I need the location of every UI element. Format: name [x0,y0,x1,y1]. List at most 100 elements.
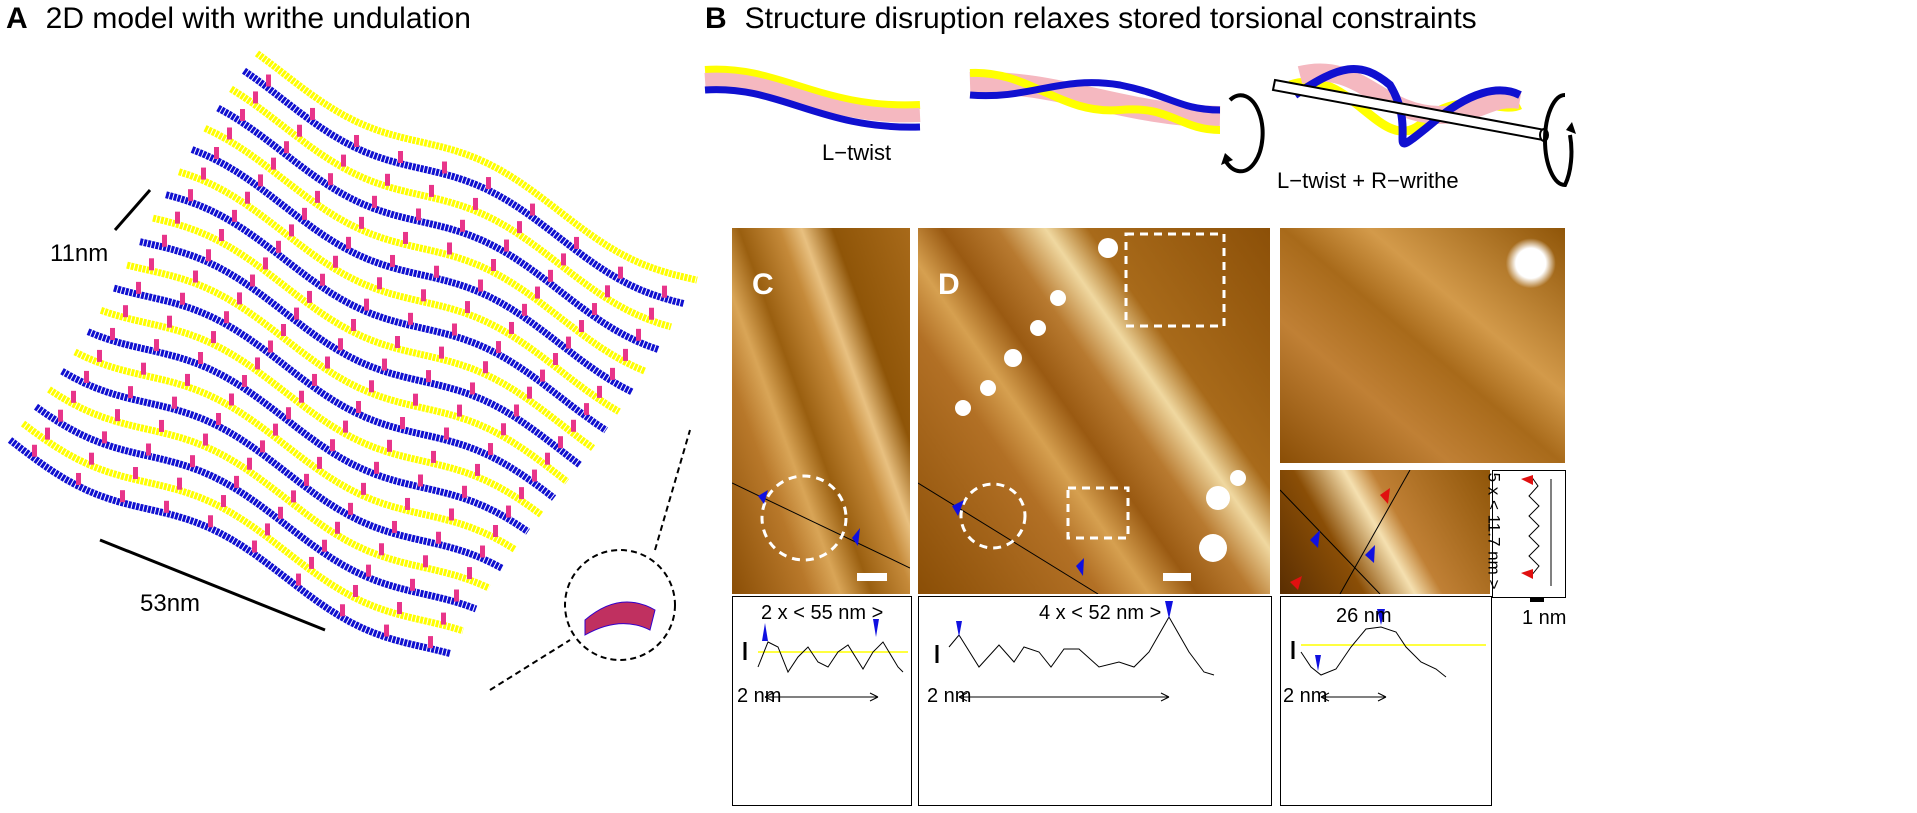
crossover [444,427,449,440]
crossover [333,255,338,268]
helix-strand [60,368,504,572]
crossover [372,195,377,208]
crossover [297,124,302,137]
crossover [229,393,234,406]
crossover [253,91,258,104]
crossover [289,224,294,237]
afm-detail-image [1280,470,1490,594]
helix-strand [73,348,517,553]
crossover [649,307,654,320]
crossover [377,277,382,290]
crossover [480,545,485,558]
helix-strand [152,214,596,451]
crossover [413,393,418,406]
scale-label-11nm: 11nm [50,240,109,267]
crossover [304,473,309,486]
crossover [102,431,107,444]
vertical-profile-box: 5 x < 11.7 nm > [1484,470,1566,598]
crossover [535,286,540,299]
afm-zoom-image [1280,228,1565,463]
crossover [618,266,623,279]
crossover [361,482,366,495]
helix-strand [86,328,530,535]
profile-box-c: 2 x < 55 nm > 2 nm [732,596,912,806]
crossover [584,403,589,416]
crossover [473,197,478,210]
crossover [356,400,361,413]
crossover [136,281,141,294]
crossover [514,404,519,417]
crossover [475,463,480,476]
crossover [540,369,545,382]
crossover [271,157,276,170]
helix-strand [113,284,557,501]
crossover [478,279,483,292]
crossover [623,348,628,361]
vertical-profile-label: 5 x < 11.7 nm > [1484,472,1504,590]
label-l-twist-r-writhe: L−twist + R−writhe [1277,168,1459,193]
crossover [312,373,317,386]
crossover [532,469,537,482]
crossover [340,604,345,617]
crossover [273,423,278,436]
crossover [341,154,346,167]
inset-sheet [584,601,656,636]
profile-zoom-label: 26 nm [1336,605,1392,627]
crossover [395,336,400,349]
crossover [330,439,335,452]
crossover [410,578,415,591]
crossover [97,349,102,362]
crossover [392,520,397,533]
crossover [390,254,395,267]
crossover [310,107,315,120]
crossover [636,328,641,341]
crossover [400,417,405,430]
crossover [610,367,615,380]
helix-strand [99,307,544,518]
ribbon-relaxed [704,65,921,131]
crossover [483,361,488,374]
crossover [58,409,63,422]
crossover [84,370,89,383]
crossover [527,386,532,399]
crossover [250,274,255,287]
crossover [501,423,506,436]
crossover [185,373,190,386]
helix-strand [7,437,451,657]
crossover [245,191,250,204]
crossover [369,380,374,393]
crossover [162,234,167,247]
crossover [486,177,491,190]
scale-bar-53nm [99,538,326,632]
crossover [224,311,229,324]
crossover [206,249,211,262]
crossover [208,515,213,528]
helix-strand [165,191,608,434]
crossover [442,161,447,174]
crossover [426,370,431,383]
crossover [454,589,459,602]
crossover [322,539,327,552]
crossover [268,340,273,353]
crossover [566,336,571,349]
crossover [266,74,271,87]
crossover [662,285,667,298]
crossover [488,443,493,456]
crossover [493,525,498,538]
crossover [452,323,457,336]
crossover [398,151,403,164]
crossover [242,375,247,388]
crossover [385,173,390,186]
scale-label-53nm: 53nm [140,590,201,617]
crossover [234,475,239,488]
crossover [354,134,359,147]
helix-strand [216,104,660,353]
crossover [530,203,535,216]
crossover [506,505,511,518]
helix-strand [177,168,621,415]
panel-a-title-text: 2D model with writhe undulation [45,2,471,35]
crossover [429,184,434,197]
crossover [605,285,610,298]
crossover [276,240,281,253]
